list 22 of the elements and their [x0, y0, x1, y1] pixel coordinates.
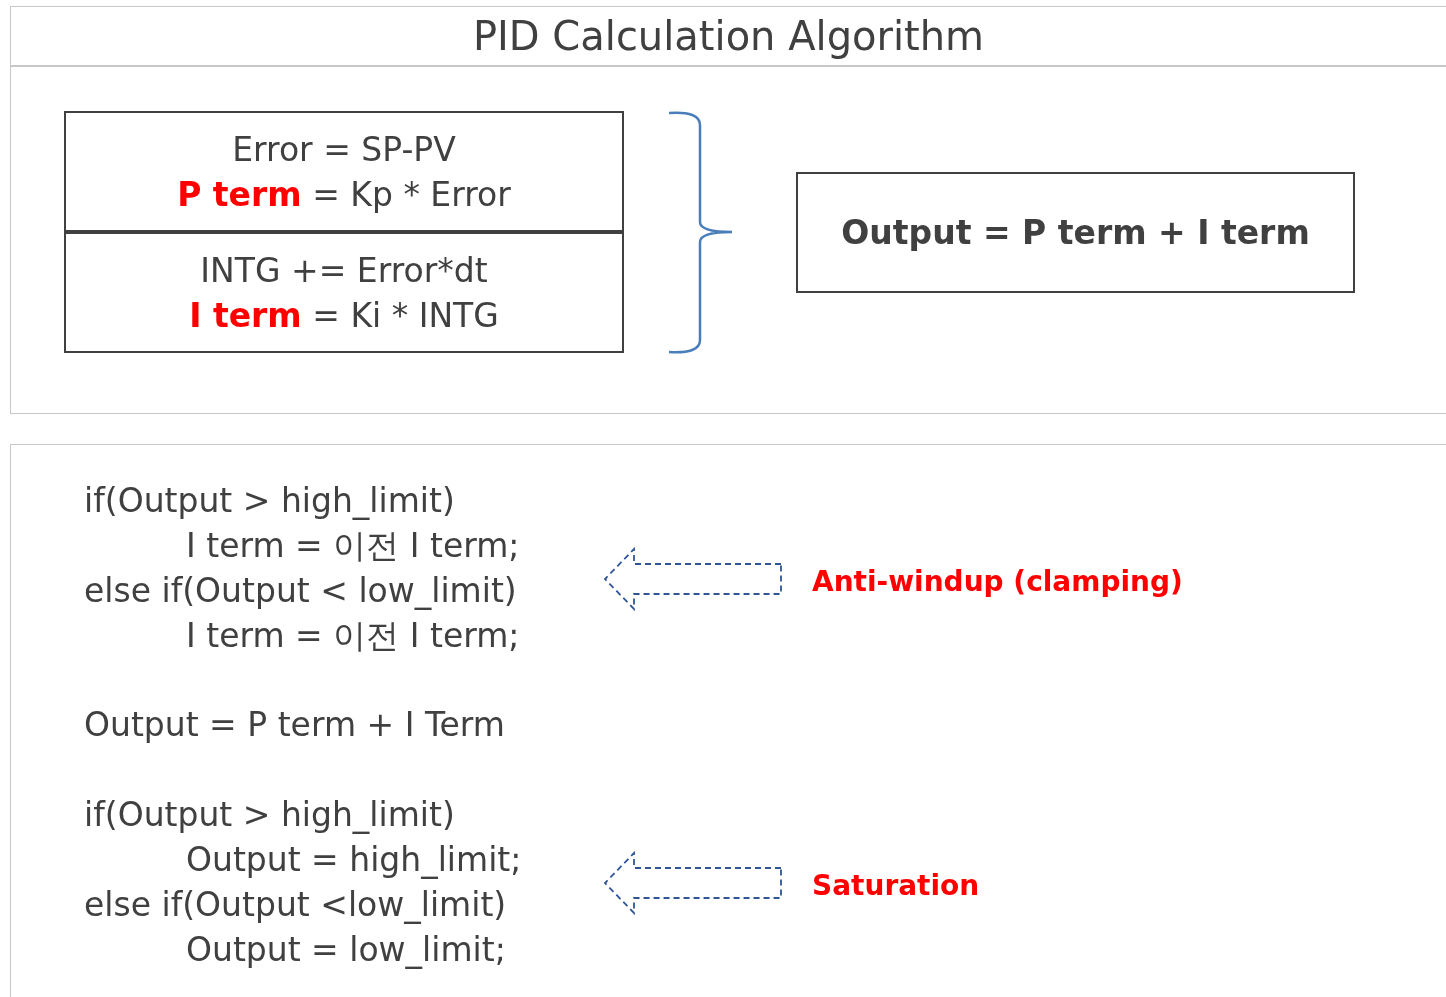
- formula-box: [64, 111, 624, 232]
- formula-box: [64, 232, 624, 353]
- code-line: I term = 이전 I term;: [186, 525, 520, 567]
- formula-text: Error = SP-PV: [232, 128, 456, 171]
- annotation-text: Saturation: [812, 868, 980, 902]
- diagram-title: PID Calculation Algorithm: [472, 13, 985, 59]
- code-line: else if(Output <low_limit): [84, 884, 507, 926]
- code-line: Output = high_limit;: [186, 839, 522, 881]
- code-line: if(Output > high_limit): [84, 794, 455, 836]
- code-line: Output = low_limit;: [186, 929, 506, 971]
- formula-text: P term = Kp * Error: [177, 173, 511, 216]
- code-line: I term = 이전 I term;: [186, 615, 520, 657]
- code-line: if(Output > high_limit): [84, 480, 455, 522]
- hollow-arrow: [603, 546, 782, 612]
- annotation-text: Anti-windup (clamping): [812, 564, 1183, 598]
- formula-text: INTG += Error*dt: [200, 249, 488, 292]
- formula-text: I term = Ki * INTG: [189, 294, 499, 337]
- formula-text: Output = P term + I term: [841, 212, 1310, 254]
- code-line: Output = P term + I Term: [84, 704, 505, 746]
- code-line: else if(Output < low_limit): [84, 570, 517, 612]
- hollow-arrow: [603, 850, 782, 916]
- formula-box: [796, 172, 1355, 293]
